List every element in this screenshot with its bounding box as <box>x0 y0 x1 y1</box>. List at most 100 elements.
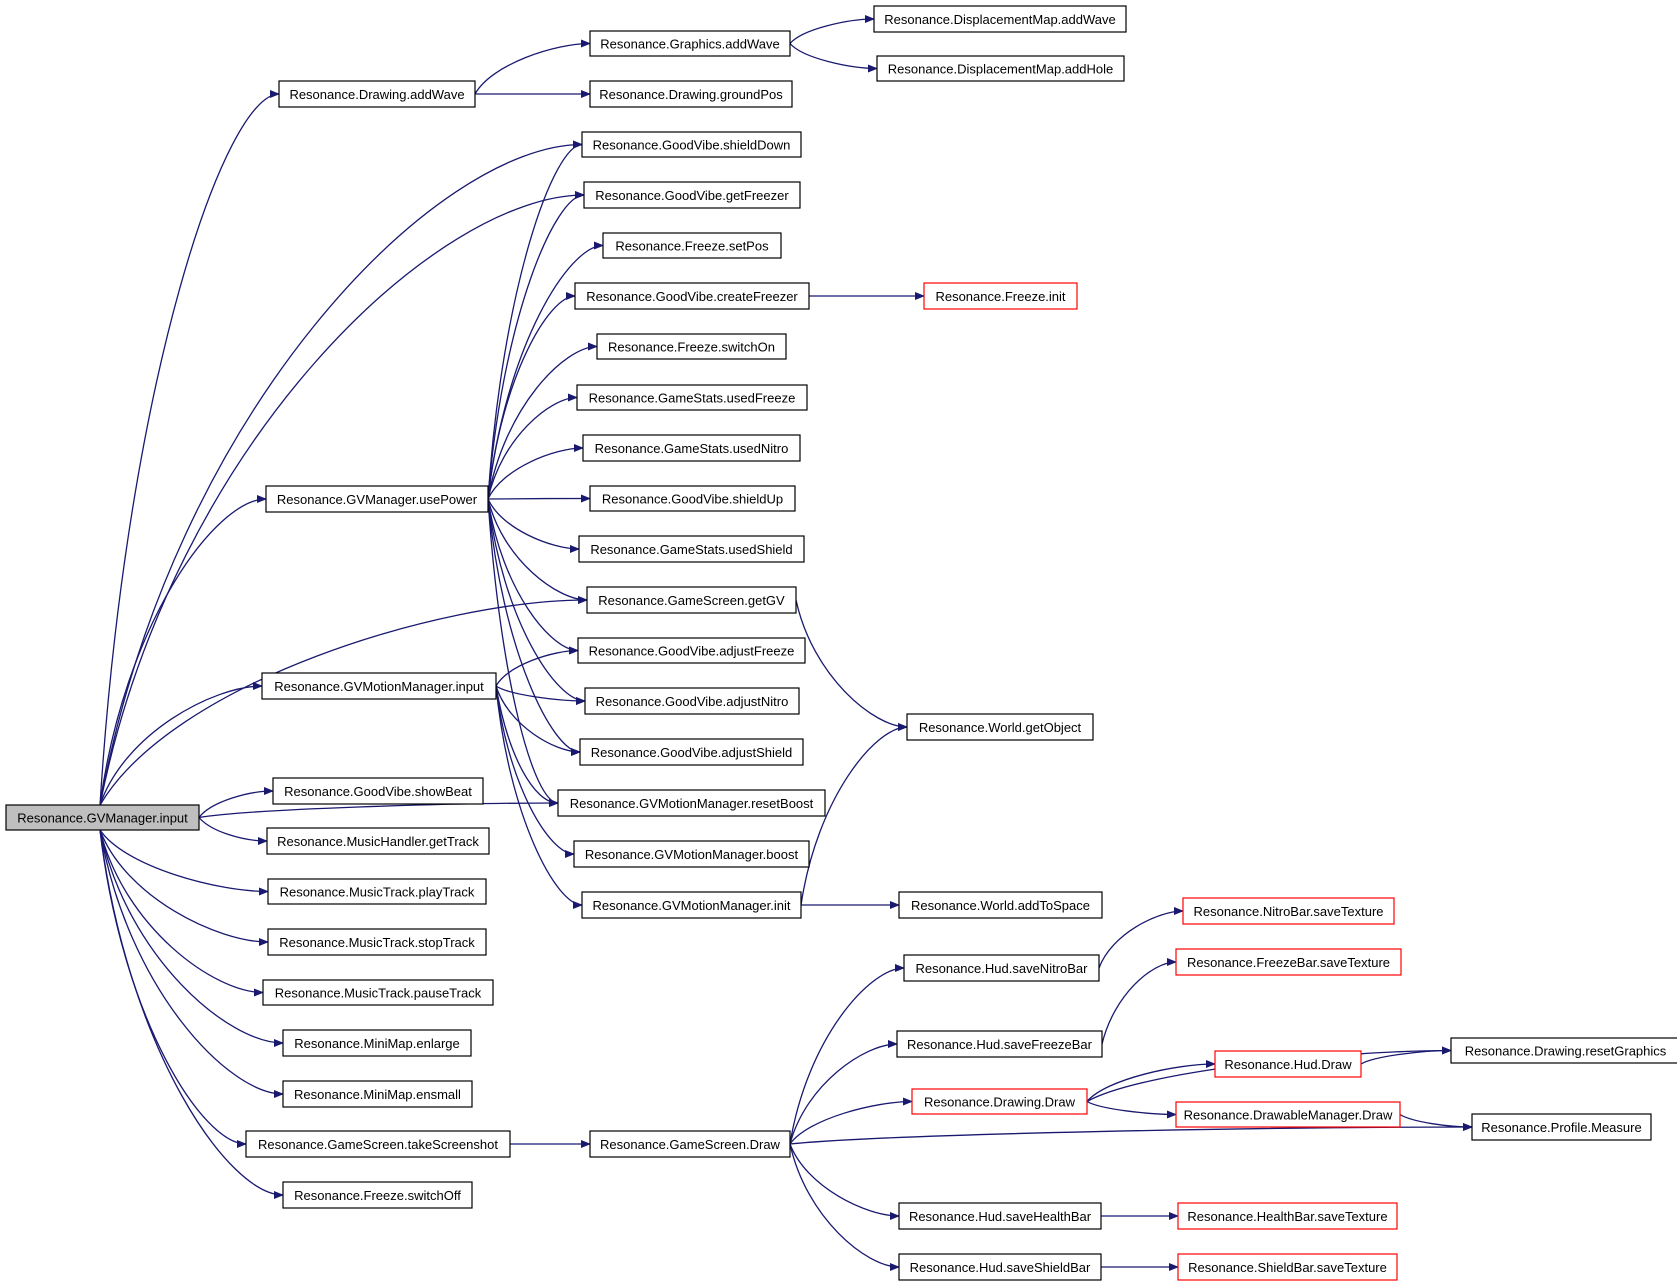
node-dm-addhole[interactable]: Resonance.DisplacementMap.addHole <box>876 55 1125 82</box>
node-nitrobar-savetexture[interactable]: Resonance.NitroBar.saveTexture <box>1182 897 1395 925</box>
node-box <box>267 928 487 956</box>
node-freeze-setpos[interactable]: Resonance.Freeze.setPos <box>602 232 782 259</box>
node-dm-addwave[interactable]: Resonance.DisplacementMap.addWave <box>873 5 1127 33</box>
edge-gvm-input-to-gvmm-input <box>99 682 263 806</box>
node-hud-savenitrobar[interactable]: Resonance.Hud.saveNitroBar <box>903 954 1100 982</box>
node-graphics-addwave[interactable]: Resonance.Graphics.addWave <box>589 30 791 57</box>
node-box <box>589 30 791 57</box>
edge-gvm-input-to-freeze-switchoff <box>99 829 284 1199</box>
node-box <box>589 1130 791 1158</box>
node-box <box>583 181 801 209</box>
node-box <box>898 1253 1102 1281</box>
edge-gvm-input-to-mt-stoptrack <box>99 829 269 946</box>
node-label: Resonance.Drawing.Draw <box>924 1095 1076 1110</box>
node-gscr-draw[interactable]: Resonance.GameScreen.Draw <box>589 1130 791 1158</box>
node-label: Resonance.Drawing.groundPos <box>599 87 783 102</box>
node-gscr-getgv[interactable]: Resonance.GameScreen.getGV <box>586 586 797 614</box>
edge-gscr-draw-to-hud-saveshieldbar <box>789 1143 900 1271</box>
node-world-addtospace[interactable]: Resonance.World.addToSpace <box>898 891 1103 919</box>
node-box <box>589 485 796 512</box>
node-mt-pausetrack[interactable]: Resonance.MusicTrack.pauseTrack <box>262 979 494 1006</box>
node-hud-draw[interactable]: Resonance.Hud.Draw <box>1214 1050 1362 1078</box>
node-gv-adjustshield[interactable]: Resonance.GoodVibe.adjustShield <box>579 738 804 766</box>
node-gvm-input[interactable]: Resonance.GVManager.input <box>5 804 200 831</box>
node-shieldbar-savetexture[interactable]: Resonance.ShieldBar.saveTexture <box>1177 1253 1398 1281</box>
node-freeze-switchon[interactable]: Resonance.Freeze.switchOn <box>596 333 787 360</box>
node-hud-saveshieldbar[interactable]: Resonance.Hud.saveShieldBar <box>898 1253 1102 1281</box>
node-freeze-switchoff[interactable]: Resonance.Freeze.switchOff <box>282 1181 473 1209</box>
node-drawing-draw[interactable]: Resonance.Drawing.Draw <box>911 1088 1088 1115</box>
node-box <box>272 777 484 805</box>
edge-gscr-draw-to-hud-savenitrobar <box>789 964 905 1145</box>
node-mt-stoptrack[interactable]: Resonance.MusicTrack.stopTrack <box>267 928 487 956</box>
node-drawing-resetgraphics[interactable]: Resonance.Drawing.resetGraphics <box>1450 1037 1677 1064</box>
node-box <box>573 840 810 868</box>
node-minimap-ensmall[interactable]: Resonance.MiniMap.ensmall <box>282 1080 473 1108</box>
node-gv-createfreezer[interactable]: Resonance.GoodVibe.createFreezer <box>574 282 810 310</box>
edge-gvmm-input-to-gvmm-resetboost <box>495 685 559 807</box>
node-label: Resonance.GoodVibe.showBeat <box>284 784 472 799</box>
node-gs-usedfreeze[interactable]: Resonance.GameStats.usedFreeze <box>576 384 808 411</box>
node-label: Resonance.Hud.Draw <box>1224 1057 1352 1072</box>
node-label: Resonance.Freeze.init <box>935 289 1065 304</box>
node-box <box>278 80 476 108</box>
node-freeze-init[interactable]: Resonance.Freeze.init <box>923 282 1078 310</box>
edge-gvmm-input-to-gv-adjustfreeze <box>495 646 579 687</box>
node-gscr-takescreenshot[interactable]: Resonance.GameScreen.takeScreenshot <box>245 1130 511 1158</box>
node-gv-getfreezer[interactable]: Resonance.GoodVibe.getFreezer <box>583 181 801 209</box>
node-gv-shielddown[interactable]: Resonance.GoodVibe.shieldDown <box>581 131 802 158</box>
node-gvmm-init[interactable]: Resonance.GVMotionManager.init <box>581 891 802 919</box>
node-gv-shieldup[interactable]: Resonance.GoodVibe.shieldUp <box>589 485 796 512</box>
node-mt-playtrack[interactable]: Resonance.MusicTrack.playTrack <box>267 878 487 905</box>
edge-gvm-usepower-to-gs-usedfreeze <box>487 393 578 500</box>
node-label: Resonance.World.getObject <box>919 720 1082 735</box>
node-gv-showbeat[interactable]: Resonance.GoodVibe.showBeat <box>272 777 484 805</box>
edge-drawing-addwave-to-graphics-addwave <box>474 39 591 95</box>
node-box <box>876 55 1125 82</box>
node-gvmm-input[interactable]: Resonance.GVMotionManager.input <box>261 672 497 700</box>
node-box <box>574 282 810 310</box>
node-drawing-groundpos[interactable]: Resonance.Drawing.groundPos <box>589 80 793 108</box>
node-gs-usednitro[interactable]: Resonance.GameStats.usedNitro <box>582 434 801 462</box>
node-box <box>265 485 489 513</box>
node-drawing-addwave[interactable]: Resonance.Drawing.addWave <box>278 80 476 108</box>
edge-gvmm-input-to-gv-adjustshield <box>495 685 581 756</box>
node-box <box>911 1088 1088 1115</box>
node-label: Resonance.GoodVibe.createFreezer <box>586 289 798 304</box>
node-gvmm-boost[interactable]: Resonance.GVMotionManager.boost <box>573 840 810 868</box>
node-gv-adjustfreeze[interactable]: Resonance.GoodVibe.adjustFreeze <box>577 637 806 664</box>
node-layer: Resonance.GVManager.inputResonance.Drawi… <box>5 5 1677 1281</box>
node-label: Resonance.MiniMap.enlarge <box>294 1036 459 1051</box>
node-label: Resonance.GoodVibe.adjustNitro <box>596 694 789 709</box>
node-label: Resonance.GVManager.usePower <box>277 492 478 507</box>
node-profile-measure[interactable]: Resonance.Profile.Measure <box>1471 1113 1652 1141</box>
node-box <box>578 535 805 563</box>
node-label: Resonance.Hud.saveHealthBar <box>909 1209 1092 1224</box>
node-box <box>282 1029 472 1057</box>
edge-gvmm-input-to-gvmm-boost <box>495 685 575 858</box>
node-world-getobject[interactable]: Resonance.World.getObject <box>906 713 1094 741</box>
node-gs-usedshield[interactable]: Resonance.GameStats.usedShield <box>578 535 805 563</box>
node-box <box>873 5 1127 33</box>
node-box <box>586 586 797 614</box>
edge-gvm-input-to-mh-gettrack <box>198 817 268 845</box>
edge-gvm-usepower-to-freeze-switchon <box>487 342 598 500</box>
edge-gvm-input-to-minimap-enlarge <box>99 829 284 1047</box>
node-label: Resonance.GoodVibe.getFreezer <box>595 188 789 203</box>
node-hud-savefreezebar[interactable]: Resonance.Hud.saveFreezeBar <box>896 1030 1103 1058</box>
node-gvm-usepower[interactable]: Resonance.GVManager.usePower <box>265 485 489 513</box>
node-minimap-enlarge[interactable]: Resonance.MiniMap.enlarge <box>282 1029 472 1057</box>
edge-gvm-usepower-to-gv-adjustfreeze <box>487 498 579 655</box>
node-gv-adjustnitro[interactable]: Resonance.GoodVibe.adjustNitro <box>584 687 800 715</box>
node-label: Resonance.GVMotionManager.init <box>592 898 790 913</box>
node-label: Resonance.GoodVibe.shieldUp <box>602 492 783 507</box>
node-freezebar-savetexture[interactable]: Resonance.FreezeBar.saveTexture <box>1175 948 1402 976</box>
edge-hud-savenitrobar-to-nitrobar-savetexture <box>1098 907 1184 969</box>
node-label: Resonance.Drawing.addWave <box>289 87 464 102</box>
node-mh-gettrack[interactable]: Resonance.MusicHandler.getTrack <box>266 827 490 855</box>
node-label: Resonance.GVManager.input <box>17 811 188 826</box>
node-gvmm-resetboost[interactable]: Resonance.GVMotionManager.resetBoost <box>557 789 826 817</box>
node-healthbar-savetexture[interactable]: Resonance.HealthBar.saveTexture <box>1177 1202 1398 1230</box>
node-hud-savehealthbar[interactable]: Resonance.Hud.saveHealthBar <box>898 1202 1102 1230</box>
node-drawablemanager-draw[interactable]: Resonance.DrawableManager.Draw <box>1175 1101 1401 1128</box>
